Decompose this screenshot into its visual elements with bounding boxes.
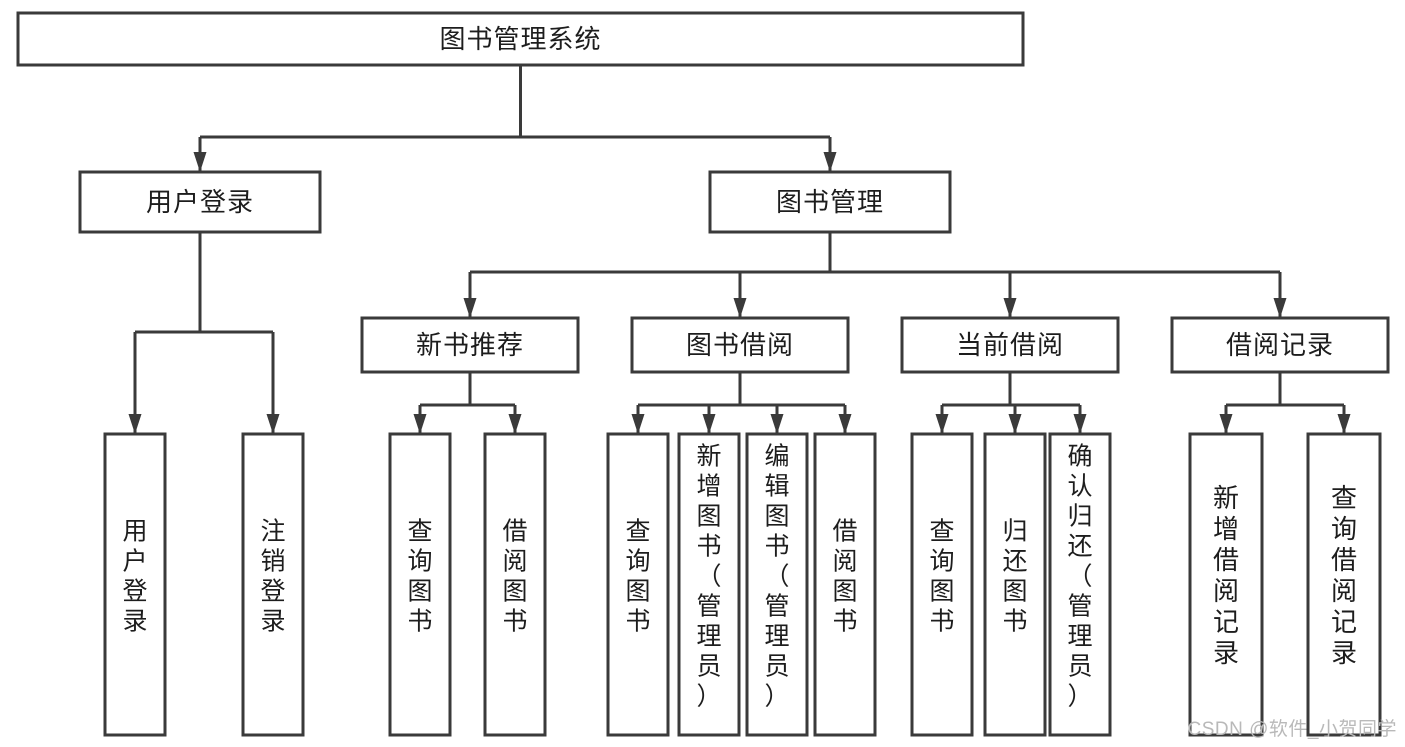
leaf-node-8-label: 查询图书 (929, 518, 954, 636)
leaf-node-3-label: 借阅图书 (502, 518, 527, 636)
level3-0-arrow-1 (508, 414, 522, 434)
leaf-node-3[interactable]: 借阅图书 (483, 432, 547, 737)
root-node-book-management-system[interactable]: 图书管理系统 (16, 11, 1025, 67)
level3-0-arrow-0 (413, 414, 427, 434)
level3-1-arrow-0 (631, 414, 645, 434)
leaf-node-4-label: 查询图书 (625, 518, 650, 636)
root-node-book-management-system-box[interactable] (16, 11, 1025, 67)
root-node-book-management-system-label: 图书管理系统 (439, 24, 601, 54)
level3-node-1-label: 图书借阅 (686, 330, 794, 360)
level3-node-2-box[interactable] (900, 316, 1120, 374)
level3-3-arrow-0 (1219, 414, 1233, 434)
leaf-node-7-box[interactable] (813, 432, 877, 737)
level2-node-1[interactable]: 图书管理 (708, 170, 952, 234)
level3-node-0-label: 新书推荐 (416, 330, 524, 360)
leaf-node-10[interactable]: 确认归还（管理员） (1048, 432, 1112, 737)
leaf-node-2-label: 查询图书 (407, 518, 432, 636)
leaf-node-12-label: 查询借阅记录 (1331, 483, 1357, 668)
leaf-node-3-box[interactable] (483, 432, 547, 737)
level3-1-arrow-2 (770, 414, 784, 434)
leaf-node-8-box[interactable] (910, 432, 974, 737)
level3-node-3-box[interactable] (1170, 316, 1390, 374)
level3-node-2-label: 当前借阅 (956, 330, 1064, 360)
leaf-node-1[interactable]: 注销登录 (241, 432, 305, 737)
level2-node-0-box[interactable] (78, 170, 322, 234)
leaf-node-2[interactable]: 查询图书 (388, 432, 452, 737)
leaf-node-6-box[interactable] (745, 432, 809, 737)
leaf-node-12-box[interactable] (1306, 432, 1382, 737)
book-management-arrow-1 (733, 298, 747, 318)
leaf-node-11[interactable]: 新增借阅记录 (1188, 432, 1264, 737)
leaf-node-12[interactable]: 查询借阅记录 (1306, 432, 1382, 737)
leaf-node-10-box[interactable] (1048, 432, 1112, 737)
connector-layer (128, 65, 1351, 434)
leaf-node-5-label: 新增图书（管理员） (696, 443, 721, 711)
level3-node-0-box[interactable] (360, 316, 580, 374)
level3-1-arrow-3 (838, 414, 852, 434)
leaf-node-1-label: 注销登录 (260, 518, 285, 636)
leaf-node-1-box[interactable] (241, 432, 305, 737)
leaf-node-10-label: 确认归还（管理员） (1067, 443, 1092, 711)
level3-node-2[interactable]: 当前借阅 (900, 316, 1120, 374)
leaf-node-6-label: 编辑图书（管理员） (764, 443, 789, 711)
leaf-node-4-box[interactable] (606, 432, 670, 737)
leaf-node-11-label: 新增借阅记录 (1213, 483, 1239, 668)
level3-node-3-label: 借阅记录 (1226, 330, 1334, 360)
book-management-arrow-2 (1003, 298, 1017, 318)
level3-2-arrow-1 (1008, 414, 1022, 434)
level3-2-arrow-2 (1073, 414, 1087, 434)
level2-node-0-label: 用户登录 (146, 187, 254, 217)
level2-node-1-label: 图书管理 (776, 187, 884, 217)
level3-node-1-box[interactable] (630, 316, 850, 374)
leaf-node-9-box[interactable] (983, 432, 1047, 737)
leaf-node-6[interactable]: 编辑图书（管理员） (745, 432, 809, 737)
leaf-node-7[interactable]: 借阅图书 (813, 432, 877, 737)
leaf-node-5[interactable]: 新增图书（管理员） (677, 432, 741, 737)
leaf-node-0-box[interactable] (103, 432, 167, 737)
level3-3-arrow-1 (1337, 414, 1351, 434)
leaf-node-8[interactable]: 查询图书 (910, 432, 974, 737)
book-management-arrow-0 (463, 298, 477, 318)
leaf-node-2-box[interactable] (388, 432, 452, 737)
level3-node-0[interactable]: 新书推荐 (360, 316, 580, 374)
user-login-arrow-0 (128, 414, 142, 434)
user-login-arrow-1 (266, 414, 280, 434)
leaf-node-11-box[interactable] (1188, 432, 1264, 737)
leaf-node-4[interactable]: 查询图书 (606, 432, 670, 737)
level3-node-3[interactable]: 借阅记录 (1170, 316, 1390, 374)
book-management-arrow-3 (1273, 298, 1287, 318)
level2-node-1-box[interactable] (708, 170, 952, 234)
level2-node-0[interactable]: 用户登录 (78, 170, 322, 234)
level3-node-1[interactable]: 图书借阅 (630, 316, 850, 374)
leaf-node-0-label: 用户登录 (122, 518, 147, 636)
root-arrow-1 (823, 152, 837, 172)
node-layer: 图书管理系统用户登录图书管理新书推荐图书借阅当前借阅借阅记录用户登录注销登录查询… (16, 11, 1390, 737)
leaf-node-9-label: 归还图书 (1002, 518, 1027, 636)
leaf-node-7-label: 借阅图书 (832, 518, 857, 636)
leaf-node-5-box[interactable] (677, 432, 741, 737)
level3-2-arrow-0 (935, 414, 949, 434)
root-arrow-0 (193, 152, 207, 172)
level3-1-arrow-1 (702, 414, 716, 434)
leaf-node-0[interactable]: 用户登录 (103, 432, 167, 737)
leaf-node-9[interactable]: 归还图书 (983, 432, 1047, 737)
